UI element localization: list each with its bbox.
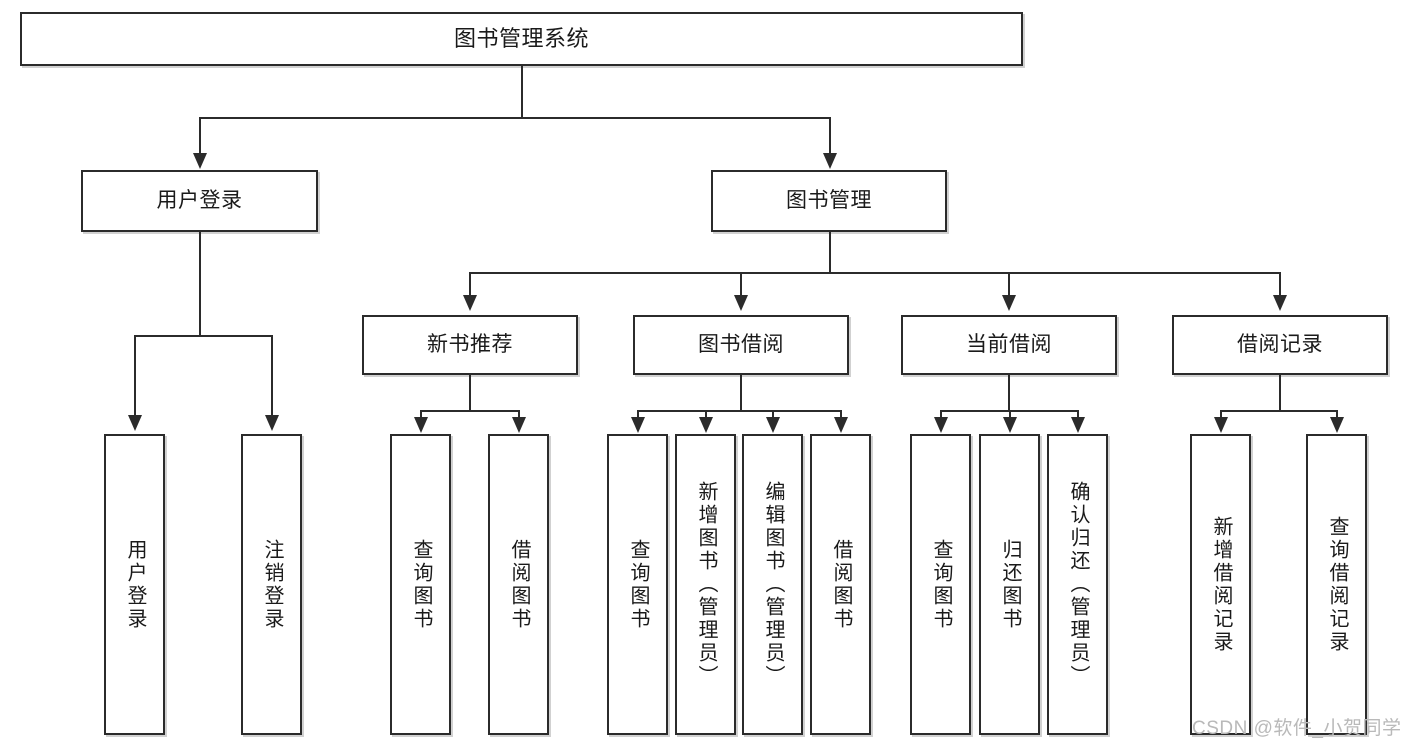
node-label: 编辑图书（管理员）	[762, 481, 784, 688]
node-label: 新增图书（管理员）	[695, 481, 717, 688]
connector-cb-trunk	[1008, 375, 1010, 411]
arrow-bm-to-book-borrow	[734, 295, 748, 311]
connector-cb-to-leaf-2	[1009, 410, 1011, 419]
connector-root-bus	[199, 117, 831, 119]
node-label: 图书借阅	[698, 332, 784, 356]
node-label: 归还图书	[999, 538, 1021, 631]
node-label: 查询图书	[627, 538, 649, 631]
connector-root-to-book-management	[829, 117, 831, 155]
connector-bm-to-book-borrow	[740, 272, 742, 297]
connector-bm-to-new-book	[469, 272, 471, 297]
connector-bb-trunk	[740, 375, 742, 411]
leaf-book-borrow-borrow-book[interactable]: 借阅图书	[810, 434, 871, 735]
node-label: 图书管理系统	[453, 26, 589, 52]
arrow-cb-to-leaf-3	[1071, 417, 1085, 433]
connector-nbr-bus	[420, 410, 519, 412]
node-label: 注销登录	[261, 538, 283, 631]
connector-br-to-leaf-1	[1220, 410, 1222, 419]
leaf-new-book-query-book[interactable]: 查询图书	[390, 434, 451, 735]
leaf-user-login-logout[interactable]: 注销登录	[241, 434, 302, 735]
arrow-bm-to-new-book	[463, 295, 477, 311]
leaf-book-borrow-query-book[interactable]: 查询图书	[607, 434, 668, 735]
connector-bb-to-leaf-3	[772, 410, 774, 419]
watermark-csdn: CSDN @软件_小贺同学	[1192, 718, 1402, 739]
node-label: 借阅记录	[1237, 332, 1323, 356]
leaf-borrow-record-add-record[interactable]: 新增借阅记录	[1190, 434, 1251, 735]
arrow-user-login-to-leaf-1	[128, 415, 142, 431]
connector-root-to-user-login	[199, 117, 201, 155]
arrow-bb-to-leaf-4	[834, 417, 848, 433]
node-label: 图书管理	[786, 188, 872, 212]
node-label: 查询图书	[930, 538, 952, 631]
node-label: 新增借阅记录	[1210, 515, 1232, 654]
node-label: 借阅图书	[508, 538, 530, 631]
node-label: 用户登录	[124, 538, 146, 631]
connector-cb-to-leaf-1	[940, 410, 942, 419]
connector-bb-to-leaf-1	[637, 410, 639, 419]
connector-book-management-bus	[469, 272, 1281, 274]
leaf-current-borrow-query-book[interactable]: 查询图书	[910, 434, 971, 735]
node-label: 确认归还（管理员）	[1067, 481, 1089, 688]
node-user-login[interactable]: 用户登录	[81, 170, 318, 232]
node-book-borrow[interactable]: 图书借阅	[633, 315, 849, 375]
leaf-current-borrow-confirm-return[interactable]: 确认归还（管理员）	[1047, 434, 1108, 735]
connector-user-login-to-leaf-1	[134, 335, 136, 417]
arrow-user-login-to-leaf-2	[265, 415, 279, 431]
arrow-bm-to-borrow-record	[1273, 295, 1287, 311]
connector-br-to-leaf-2	[1336, 410, 1338, 419]
connector-nbr-to-leaf-1	[420, 410, 422, 419]
arrow-cb-to-leaf-2	[1003, 417, 1017, 433]
arrow-root-to-user-login	[193, 153, 207, 169]
node-label: 查询借阅记录	[1326, 515, 1348, 654]
node-label: 查询图书	[410, 538, 432, 631]
leaf-new-book-borrow-book[interactable]: 借阅图书	[488, 434, 549, 735]
node-label: 当前借阅	[966, 332, 1052, 356]
node-current-borrow[interactable]: 当前借阅	[901, 315, 1117, 375]
arrow-bb-to-leaf-1	[631, 417, 645, 433]
connector-bb-to-leaf-4	[840, 410, 842, 419]
node-borrow-record[interactable]: 借阅记录	[1172, 315, 1388, 375]
connector-bm-to-current-borrow	[1008, 272, 1010, 297]
arrow-nbr-to-leaf-1	[414, 417, 428, 433]
connector-nbr-to-leaf-2	[518, 410, 520, 419]
connector-root-trunk	[521, 66, 523, 118]
arrow-root-to-book-management	[823, 153, 837, 169]
arrow-cb-to-leaf-1	[934, 417, 948, 433]
arrow-br-to-leaf-1	[1214, 417, 1228, 433]
node-label: 新书推荐	[427, 332, 513, 356]
node-root-book-management-system[interactable]: 图书管理系统	[20, 12, 1023, 66]
leaf-current-borrow-return-book[interactable]: 归还图书	[979, 434, 1040, 735]
connector-nbr-trunk	[469, 375, 471, 411]
connector-book-management-trunk	[829, 232, 831, 273]
connector-user-login-trunk	[199, 232, 201, 336]
connector-user-login-to-leaf-2	[271, 335, 273, 417]
connector-bb-to-leaf-2	[705, 410, 707, 419]
leaf-book-borrow-add-book[interactable]: 新增图书（管理员）	[675, 434, 736, 735]
connector-bm-to-borrow-record	[1279, 272, 1281, 297]
arrow-bb-to-leaf-2	[699, 417, 713, 433]
arrow-nbr-to-leaf-2	[512, 417, 526, 433]
leaf-user-login-login[interactable]: 用户登录	[104, 434, 165, 735]
connector-cb-to-leaf-3	[1077, 410, 1079, 419]
arrow-br-to-leaf-2	[1330, 417, 1344, 433]
leaf-book-borrow-edit-book[interactable]: 编辑图书（管理员）	[742, 434, 803, 735]
node-new-book-recommend[interactable]: 新书推荐	[362, 315, 578, 375]
node-label: 借阅图书	[830, 538, 852, 631]
connector-bb-bus	[637, 410, 841, 412]
arrow-bb-to-leaf-3	[766, 417, 780, 433]
connector-br-bus	[1220, 410, 1337, 412]
arrow-bm-to-current-borrow	[1002, 295, 1016, 311]
connector-user-login-bus	[134, 335, 273, 337]
connector-br-trunk	[1279, 375, 1281, 411]
node-label: 用户登录	[156, 188, 243, 212]
leaf-borrow-record-query-record[interactable]: 查询借阅记录	[1306, 434, 1367, 735]
node-book-management[interactable]: 图书管理	[711, 170, 947, 232]
